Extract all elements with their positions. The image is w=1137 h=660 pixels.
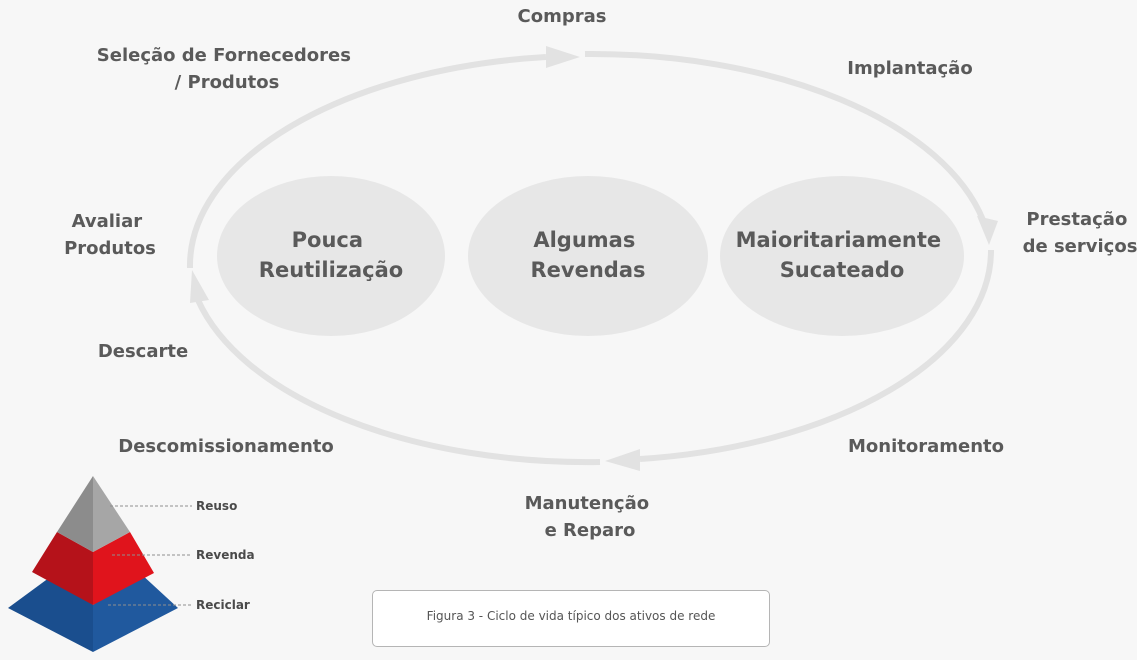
- stage-label-descomissionamento: Descomissionamento: [118, 436, 334, 457]
- cycle-arrowheads: [190, 46, 998, 471]
- stage-label-compras: Compras: [518, 6, 607, 27]
- cycle-ring: [186, 50, 995, 466]
- cycle-arc-bottom-left: [195, 298, 601, 466]
- pyramid-tier-revenda-left: [32, 532, 93, 605]
- stage-label-avaliar: Avaliar Produtos: [64, 211, 156, 259]
- arrowhead-right-icon: [546, 46, 580, 68]
- outcome-ellipse-algumas: [468, 176, 708, 336]
- stage-label-implantacao: Implantação: [847, 58, 972, 79]
- outcomes: Pouca Reutilização Algumas Revendas Maio…: [217, 176, 964, 336]
- pyramid-label-reciclar: Reciclar: [196, 598, 250, 612]
- stage-label-manutencao: Manutenção e Reparo: [525, 493, 656, 541]
- outcome-label-pouca: Pouca Reutilização: [259, 228, 403, 282]
- cycle-arc-top-left: [186, 54, 547, 269]
- outcome-label-algumas: Algumas Revendas: [531, 228, 646, 282]
- pyramid: Reuso Revenda Reciclar: [8, 476, 255, 652]
- outcome-label-maioritariamente: Maioritariamente Sucateado: [736, 228, 949, 282]
- figure-caption: Figura 3 - Ciclo de vida típico dos ativ…: [426, 609, 716, 623]
- arrowhead-up-icon: [190, 270, 209, 303]
- cycle-arc-top-right: [584, 50, 986, 222]
- pyramid-label-revenda: Revenda: [196, 548, 255, 562]
- pyramid-tier-revenda-right: [93, 532, 154, 605]
- pyramid-tier-reuso-right: [93, 476, 130, 552]
- pyramid-label-reuso: Reuso: [196, 499, 237, 513]
- figure-caption-box: Figura 3 - Ciclo de vida típico dos ativ…: [372, 590, 770, 647]
- stage-label-descarte: Descarte: [98, 341, 188, 362]
- stage-label-selecao: Seleção de Fornecedores / Produtos: [97, 45, 357, 93]
- cycle-stages: Compras Implantação Prestação de serviço…: [64, 6, 1137, 541]
- outcome-ellipse-maioritariamente: [720, 176, 964, 336]
- outcome-ellipse-pouca: [217, 176, 445, 336]
- pyramid-tier-reuso-left: [57, 476, 93, 552]
- cycle-arc-bottom-right: [639, 249, 995, 462]
- stage-label-monitoramento: Monitoramento: [848, 436, 1004, 457]
- arrowhead-left-icon: [605, 449, 640, 471]
- stage-label-prestacao: Prestação de serviços: [1023, 209, 1137, 257]
- arrowhead-down-icon: [977, 216, 998, 245]
